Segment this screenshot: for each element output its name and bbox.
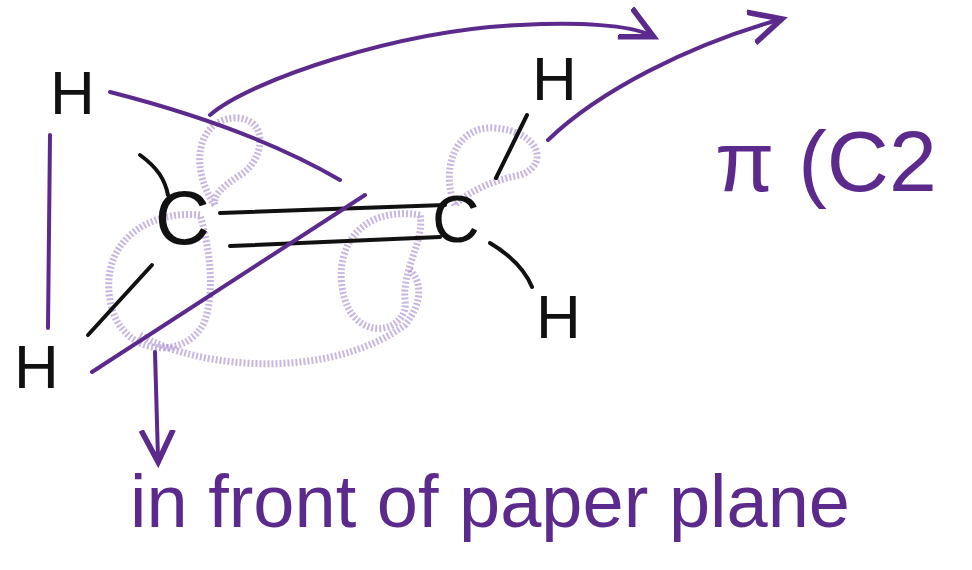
pi-orbital-lobes [109, 118, 537, 364]
atom-label: H [532, 48, 577, 110]
atom-label: H [50, 62, 95, 124]
paper-plane-outline [48, 92, 365, 372]
atom-label: C [432, 186, 480, 252]
atom-label: H [536, 286, 581, 348]
atom-label: C [155, 180, 210, 256]
atom-label: H [14, 336, 59, 398]
annotation-note: in front of paper plane [130, 465, 850, 539]
orbital-label: π (C2 [715, 118, 937, 204]
bond-lines [88, 115, 532, 335]
indicator-arrows [155, 20, 778, 458]
